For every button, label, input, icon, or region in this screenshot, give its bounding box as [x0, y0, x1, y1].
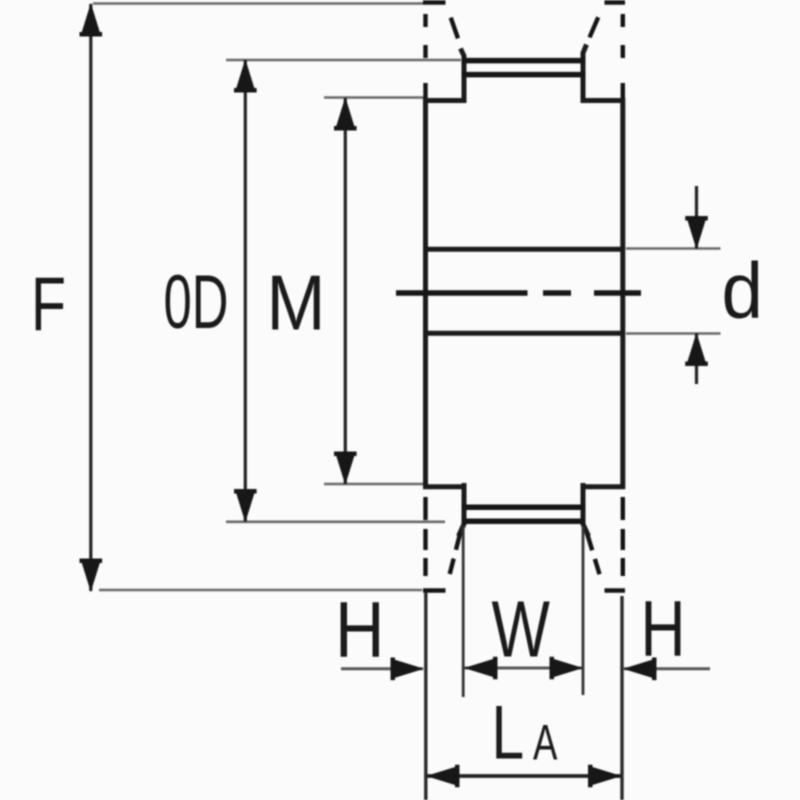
svg-text:0D: 0D — [164, 260, 229, 345]
svg-text:F: F — [31, 262, 66, 347]
svg-text:H: H — [641, 585, 686, 673]
svg-text:W: W — [492, 585, 550, 674]
svg-text:d: d — [722, 246, 764, 335]
svg-text:L: L — [492, 691, 525, 776]
svg-text:H: H — [335, 586, 385, 674]
svg-text:A: A — [533, 715, 558, 771]
svg-text:M: M — [267, 259, 326, 347]
